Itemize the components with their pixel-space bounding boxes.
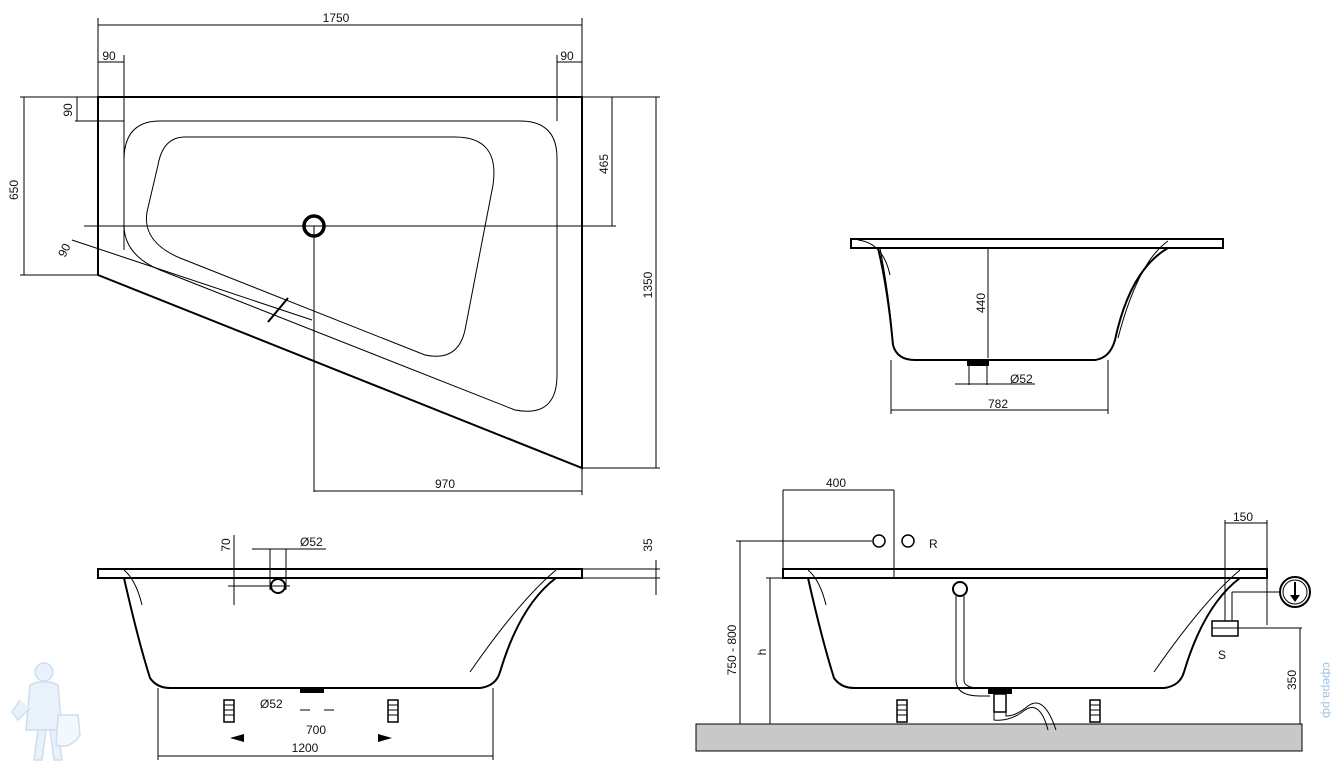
- front-foot-right: [387, 699, 399, 723]
- end-view-body: [877, 247, 1169, 361]
- end-bottom-width-label: 782: [988, 397, 1008, 411]
- end-view-drain: [967, 360, 989, 366]
- front-view-body: [123, 577, 557, 689]
- top-view: 1750 90 90 650 90 90 1350 465 970: [7, 11, 660, 495]
- front-foot-left: [223, 699, 235, 723]
- top-view-basin: [145, 136, 495, 357]
- install-height-range-label: 750 - 800: [725, 624, 739, 675]
- front-feet-spacing-label: 700: [306, 723, 326, 737]
- top-right-margin-label: 90: [560, 49, 574, 63]
- end-view-rim: [850, 238, 1224, 249]
- install-foot-left: [896, 699, 908, 723]
- front-drain-label: Ø52: [260, 697, 283, 711]
- install-tap-left: [872, 534, 886, 548]
- top-bottom-width-label: 970: [435, 477, 455, 491]
- plumber-logo: [11, 662, 81, 761]
- install-body: [807, 577, 1241, 689]
- install-tap-offset-label: 400: [826, 476, 846, 490]
- top-view-inner-rim: [123, 120, 558, 412]
- install-tap-label: R: [929, 537, 938, 551]
- front-overflow-dia-label: Ø52: [300, 535, 323, 549]
- install-floor: [695, 723, 1303, 752]
- top-drain-offset-label: 465: [597, 154, 611, 174]
- end-drain-label: Ø52: [1010, 372, 1033, 386]
- install-rim: [782, 568, 1268, 579]
- install-trap-icon: [1279, 576, 1311, 608]
- top-left-margin-label: 90: [102, 49, 116, 63]
- install-side-offset-label: 150: [1233, 510, 1253, 524]
- front-bottom-width-label: 1200: [292, 741, 319, 755]
- install-foot-right: [1089, 699, 1101, 723]
- front-view-rim: [97, 568, 583, 579]
- front-overflow-offset-label: 70: [219, 538, 233, 552]
- front-drain: [300, 688, 324, 693]
- end-view: Ø52 440 782: [850, 238, 1224, 414]
- watermark-text: сфера.рф: [1320, 662, 1331, 718]
- top-view-outline: [97, 96, 583, 470]
- top-total-depth-label: 1350: [641, 271, 655, 298]
- top-width-label: 1750: [323, 11, 350, 25]
- install-overflow-pipe: [952, 581, 1057, 731]
- install-view: 400 R 750 - 800 h 150 S 350: [695, 476, 1311, 752]
- install-pipe-height-label: 350: [1285, 670, 1299, 690]
- install-waste-label: S: [1218, 648, 1226, 662]
- front-view: Ø52 70 35 Ø52 700 1200: [97, 535, 660, 760]
- top-rim-label: 90: [61, 103, 75, 117]
- top-left-height-label: 650: [7, 180, 21, 200]
- top-diag-rim-label: 90: [55, 241, 73, 259]
- install-tap-right: [901, 534, 915, 548]
- front-rim-label: 35: [641, 538, 655, 552]
- end-depth-label: 440: [974, 293, 988, 313]
- install-h-label: h: [755, 649, 769, 656]
